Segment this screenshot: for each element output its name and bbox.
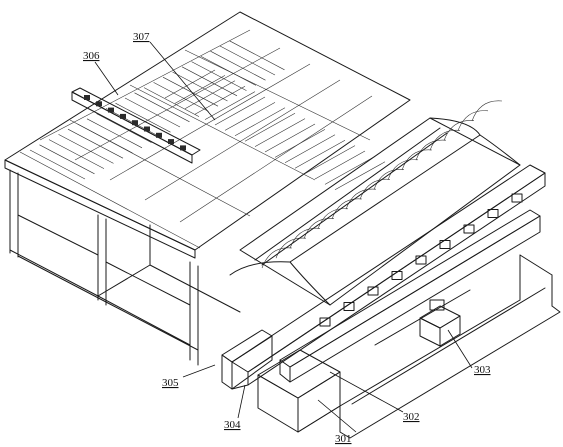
chute-arc	[261, 247, 293, 269]
callout-302: 302	[403, 411, 420, 423]
leader-lines	[94, 41, 473, 433]
rail-slider-block	[367, 286, 379, 296]
chute-arc	[345, 188, 377, 210]
carriage-block	[144, 126, 150, 132]
rail-slider-block	[391, 271, 403, 280]
callout-303: 303	[474, 364, 491, 376]
carriage-block	[120, 113, 126, 119]
deck-roller-slats	[29, 40, 386, 191]
carriage-block	[132, 120, 138, 126]
rail-slider-block	[343, 302, 355, 311]
roller-slat	[204, 91, 256, 120]
chute-arc	[303, 218, 335, 239]
carriage-block	[180, 145, 186, 151]
rail-slider-block	[511, 193, 523, 203]
roller-slat	[334, 161, 386, 191]
roller-slat	[254, 118, 306, 147]
chute-arc	[387, 159, 419, 180]
roller-slat	[58, 134, 114, 164]
roller-slat	[172, 71, 228, 102]
roller-slat	[244, 112, 296, 142]
rail-slider-block	[439, 240, 451, 249]
rail-slider-blocks	[319, 193, 523, 327]
chute-arc	[373, 169, 405, 190]
right-base-frame	[257, 254, 561, 439]
chute-arc	[415, 139, 447, 161]
chute-arcs	[261, 100, 503, 269]
callout-304: 304	[224, 419, 241, 431]
roller-slat	[214, 96, 266, 126]
left-deck-grid	[19, 29, 373, 249]
roller-slat	[67, 128, 124, 159]
roller-slat	[264, 123, 316, 153]
chute-arc	[471, 100, 503, 122]
roller-slat	[96, 113, 152, 143]
carriage-bar-306	[71, 87, 201, 164]
callout-305: 305	[162, 377, 179, 389]
roller-slat	[191, 61, 247, 91]
callout-301: 301	[335, 433, 352, 445]
drive-unit-303	[419, 299, 461, 347]
chute-arc	[359, 178, 391, 200]
callout-306: 306	[83, 50, 100, 62]
roller-slat	[143, 87, 200, 117]
roller-slat	[134, 92, 190, 123]
callout-labels: 306 307 305 304 301 302 303	[83, 31, 491, 445]
chute-arc	[331, 198, 363, 220]
roller-slat	[210, 50, 266, 81]
roller-slat	[224, 102, 276, 131]
roller-slat	[77, 123, 133, 154]
roller-slat	[181, 66, 238, 97]
roller-slat	[274, 129, 326, 158]
roller-slat	[162, 76, 219, 107]
roller-slat	[284, 134, 336, 164]
chute-arc	[401, 149, 433, 171]
chute-arc	[275, 237, 307, 259]
roller-slat	[314, 150, 366, 180]
rail-slider-block	[415, 255, 427, 265]
roller-slat	[294, 139, 346, 169]
callout-307: 307	[133, 31, 150, 43]
linear-rail-assembly	[221, 164, 546, 390]
roller-slat	[39, 144, 95, 175]
roller-slat	[29, 149, 86, 180]
chute-arc	[289, 227, 321, 249]
carriage-block	[96, 101, 102, 107]
roller-slat	[234, 107, 286, 137]
rail-slider-block	[487, 209, 499, 218]
roller-slat	[324, 156, 376, 185]
rail-slider-block	[463, 224, 475, 234]
left-frame	[4, 11, 411, 366]
roller-slat	[304, 145, 356, 174]
carriage-blocks	[84, 95, 186, 151]
roller-slat	[174, 75, 226, 104]
roller-slat	[115, 102, 171, 133]
chute-arc	[317, 208, 349, 229]
roller-slat	[86, 118, 143, 149]
roller-slat	[48, 139, 105, 169]
roller-slat	[200, 56, 257, 86]
roller-slat	[153, 82, 209, 112]
roller-slat	[229, 40, 285, 71]
chute-arc	[457, 110, 489, 131]
carriage-block	[168, 139, 174, 145]
carriage-block	[108, 107, 114, 113]
roller-slat	[164, 69, 216, 99]
chute-arc	[443, 120, 475, 141]
roller-slat	[184, 80, 236, 110]
roller-slat	[124, 97, 181, 128]
curved-chute-section	[229, 100, 521, 306]
rail-slider-block	[319, 317, 331, 327]
carriage-block	[84, 95, 90, 100]
roller-slat	[219, 45, 276, 76]
carriage-block	[156, 132, 162, 138]
roller-slat	[194, 85, 246, 115]
chute-arc	[429, 129, 461, 151]
